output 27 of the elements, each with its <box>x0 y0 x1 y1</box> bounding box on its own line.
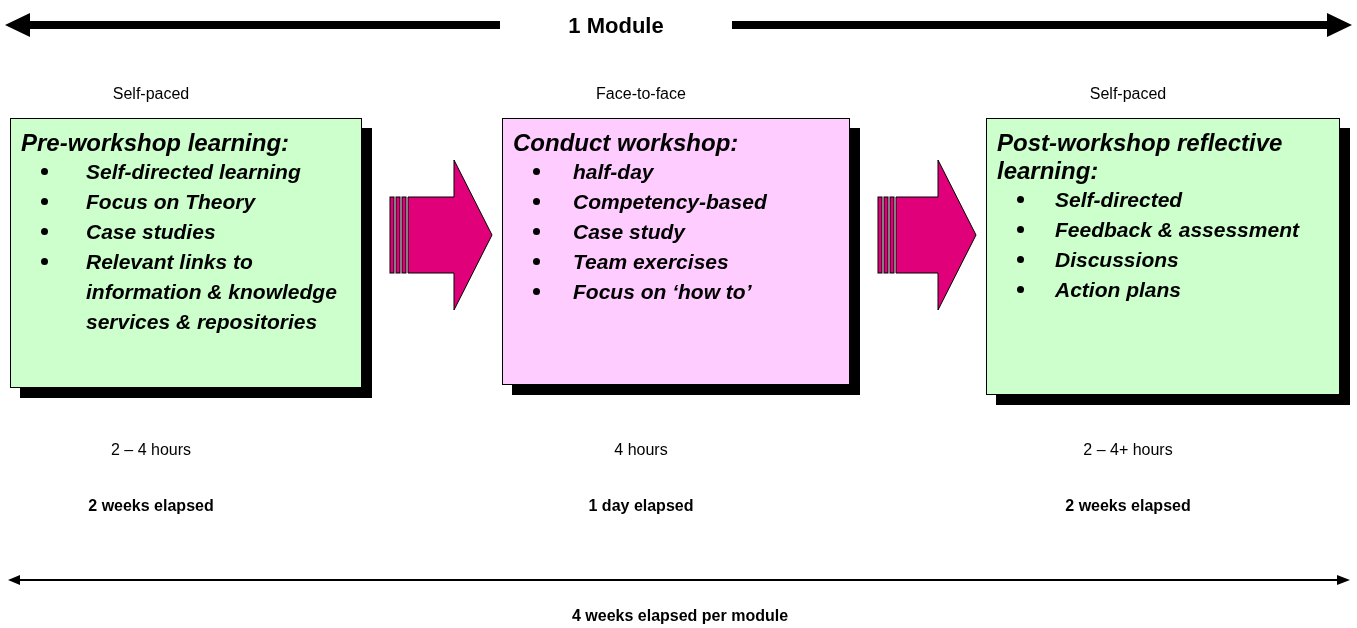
span-label: 1 Module <box>567 12 665 40</box>
bullet-item: Team exercises <box>573 249 730 275</box>
bullet-item: Self-directed learning <box>86 159 302 185</box>
bullet-item: Case studies <box>86 219 217 245</box>
bullet-item: Self-directed <box>1055 187 1184 213</box>
bullet-item: Discussions <box>1055 247 1180 273</box>
stage-note: 2 – 4 hours <box>109 440 193 460</box>
bullet-item: Focus on Theory <box>86 189 257 215</box>
bullet-item: Competency-based <box>573 189 768 215</box>
span-label: 4 weeks elapsed per module <box>570 606 790 626</box>
stage-note: Self-paced <box>1088 84 1168 104</box>
bullet-item: Case study <box>573 219 687 245</box>
stage-note: Face-to-face <box>595 84 687 104</box>
stage-heading: Pre-workshop learning: <box>20 129 291 157</box>
stage-note: 2 weeks elapsed <box>1064 496 1192 516</box>
stage-heading: Post-workshop reflective learning: <box>996 129 1284 185</box>
stage-note: 2 – 4+ hours <box>1082 440 1174 460</box>
bullet-item: Focus on ‘how to’ <box>573 279 753 305</box>
stage-note: 1 day elapsed <box>587 496 695 516</box>
bullet-item: Relevant links to information & knowledge services & repositories <box>86 249 338 335</box>
stage-note: 2 weeks elapsed <box>87 496 215 516</box>
bullet-item: Feedback & assessment <box>1055 217 1301 243</box>
stage-note: Self-paced <box>111 84 191 104</box>
stage-heading: Conduct workshop: <box>512 129 740 157</box>
bullet-item: half-day <box>573 159 655 185</box>
stage-note: 4 hours <box>613 440 669 460</box>
bullet-item: Action plans <box>1055 277 1182 303</box>
